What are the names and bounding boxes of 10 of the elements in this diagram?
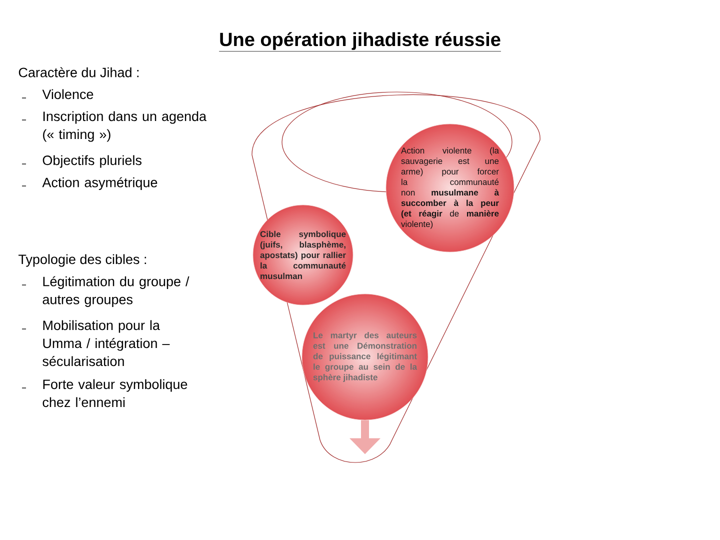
title: Une opération jihadiste réussie	[218, 32, 502, 52]
bullet-item: Action asymétrique	[42, 177, 158, 190]
bullet-item: Objectifs pluriels	[42, 155, 142, 168]
bullet-item: Forte valeur symbolique chez l’ennemi	[42, 379, 188, 408]
heading-text: Typologie des cibles :	[18, 254, 146, 267]
bullet-item: Inscription dans un agenda (« timing »)	[43, 111, 207, 142]
bullet-item: Mobilisation pour la Umma / intégration – sécularisation	[42, 320, 170, 366]
heading-text: Caractère du Jihad :	[18, 67, 139, 78]
bullet-item: Légitimation du groupe / autres groupes	[42, 276, 190, 307]
bullet-item: Violence	[42, 89, 94, 100]
